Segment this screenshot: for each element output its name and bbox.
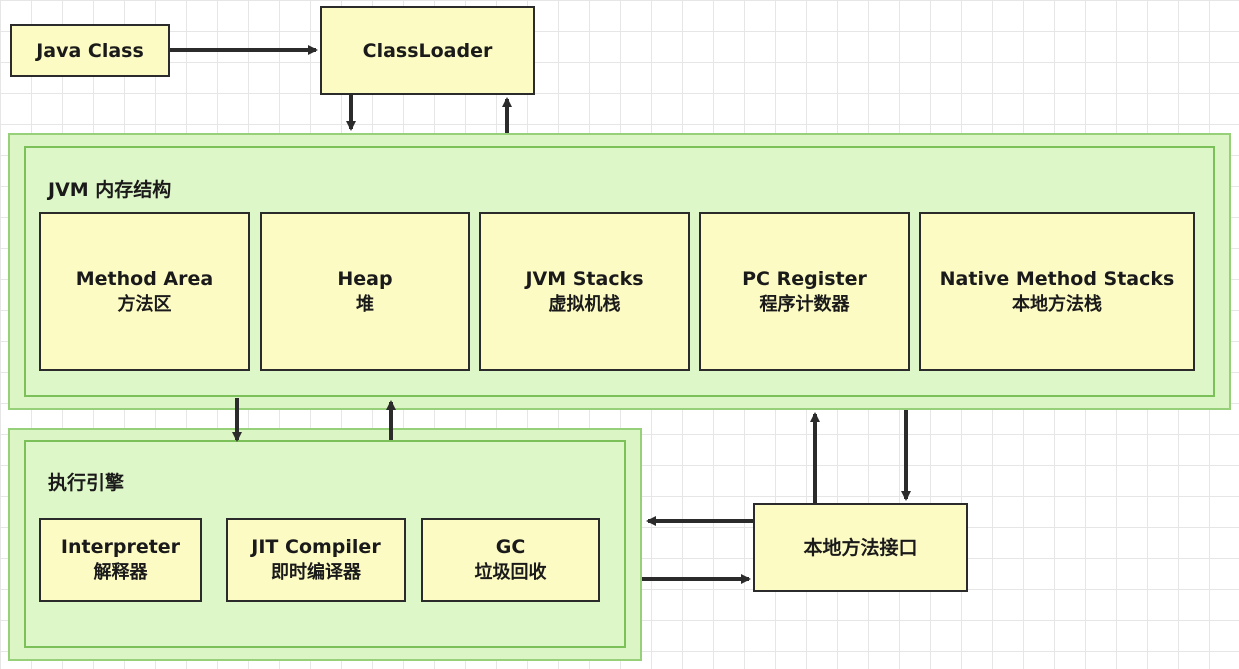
jvm-stacks-box: JVM Stacks 虚拟机栈 — [479, 212, 690, 371]
heap-en: Heap — [337, 267, 393, 290]
method-area-en: Method Area — [75, 267, 214, 290]
native-interface-label: 本地方法接口 — [803, 536, 918, 559]
pc-register-en: PC Register — [742, 267, 867, 290]
interpreter-box: Interpreter 解释器 — [39, 518, 202, 602]
heap-zh: 堆 — [356, 293, 374, 315]
classloader-label: ClassLoader — [362, 39, 493, 62]
java-class-label: Java Class — [36, 39, 144, 62]
jit-compiler-zh: 即时编译器 — [271, 562, 361, 583]
jvm-stacks-en: JVM Stacks — [525, 267, 644, 290]
native-method-stacks-en: Native Method Stacks — [939, 267, 1175, 290]
heap-box: Heap 堆 — [260, 212, 470, 371]
jvm-memory-title: JVM 内存结构 — [48, 179, 172, 201]
classloader-box: ClassLoader — [320, 6, 535, 95]
method-area-zh: 方法区 — [117, 293, 172, 315]
pc-register-zh: 程序计数器 — [759, 293, 850, 315]
jit-compiler-en: JIT Compiler — [251, 536, 381, 558]
gc-zh: 垃圾回收 — [474, 562, 547, 583]
interpreter-zh: 解释器 — [93, 562, 148, 583]
gc-box: GC 垃圾回收 — [421, 518, 600, 602]
method-area-box: Method Area 方法区 — [39, 212, 250, 371]
gc-en: GC — [495, 536, 526, 558]
native-interface-box: 本地方法接口 — [753, 503, 968, 592]
jit-compiler-box: JIT Compiler 即时编译器 — [226, 518, 406, 602]
execution-engine-title: 执行引擎 — [48, 472, 125, 494]
java-class-box: Java Class — [10, 24, 170, 77]
interpreter-en: Interpreter — [60, 536, 181, 558]
pc-register-box: PC Register 程序计数器 — [699, 212, 910, 371]
jvm-stacks-zh: 虚拟机栈 — [548, 293, 621, 315]
native-method-stacks-zh: 本地方法栈 — [1012, 293, 1102, 315]
native-method-stacks-box: Native Method Stacks 本地方法栈 — [919, 212, 1195, 371]
